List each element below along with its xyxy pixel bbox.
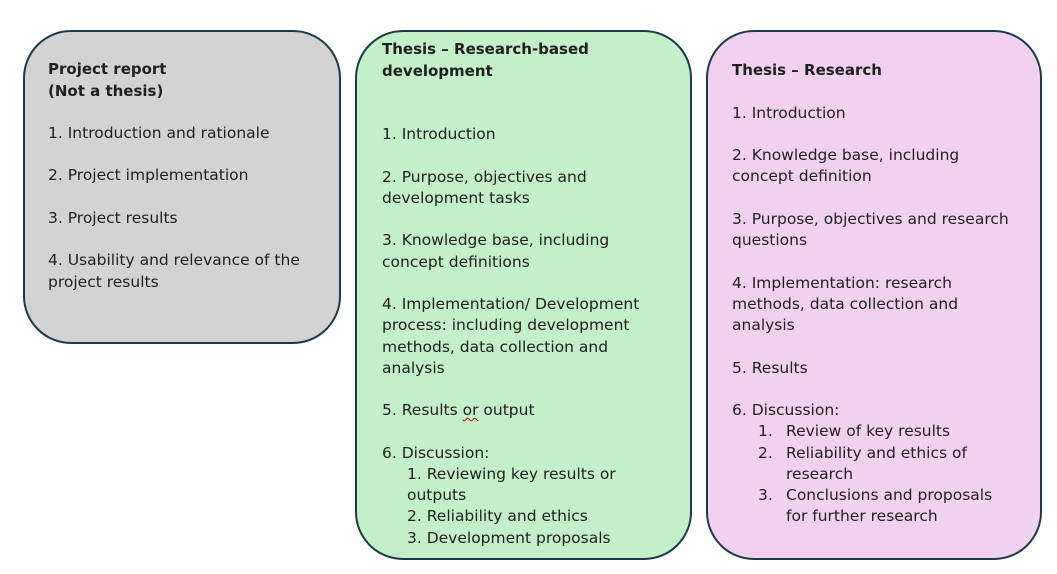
rbd-item-5-spellcheck-word: or [462, 401, 479, 419]
report-item-4-line2: project results [48, 273, 159, 291]
project-report-card [23, 30, 341, 344]
research-item-6: 6. Discussion: [732, 401, 840, 419]
rbd-item-3-line1: 3. Knowledge base, including [382, 231, 610, 249]
research-item-4-line1: 4. Implementation: research [732, 274, 952, 292]
research-sub-2-text-line2: research [786, 465, 854, 483]
rbd-item-4-line4: analysis [382, 359, 445, 377]
research-item-5: 5. Results [732, 359, 808, 377]
rbd-title-line2: development [382, 62, 493, 80]
rbd-item-5-prefix: 5. Results [382, 401, 463, 419]
rbd-item-6: 6. Discussion: [382, 444, 490, 462]
research-item-3-line1: 3. Purpose, objectives and research [732, 210, 1009, 228]
rbd-item-3-line2: concept definitions [382, 253, 530, 271]
rbd-sub-3: 3. Development proposals [407, 529, 611, 547]
research-item-1: 1. Introduction [732, 104, 846, 122]
rbd-sub-1-line2: outputs [407, 486, 467, 504]
research-sub-1-number: 1. [758, 422, 773, 440]
rbd-item-4-line2: process: including development [382, 316, 630, 334]
rbd-item-5: 5. Results or output [382, 400, 535, 422]
research-sub-3-number: 3. [758, 486, 773, 504]
research-item-2-line1: 2. Knowledge base, including [732, 146, 960, 164]
research-sub-2-number: 2. [758, 444, 773, 462]
rbd-item-4-line3: methods, data collection and [382, 338, 609, 356]
rbd-sub-2: 2. Reliability and ethics [407, 507, 588, 525]
report-item-4-line1: 4. Usability and relevance of the [48, 251, 300, 269]
research-sub-3-text-line2: for further research [786, 507, 938, 525]
research-based-development-card [355, 30, 692, 560]
research-title: Thesis – Research [732, 61, 882, 79]
report-item-1: 1. Introduction and rationale [48, 124, 270, 142]
research-item-4-line2: methods, data collection and [732, 295, 959, 313]
rbd-item-2-line1: 2. Purpose, objectives and [382, 168, 587, 186]
rbd-title-line1: Thesis – Research-based [382, 40, 589, 58]
rbd-sub-1-line1: 1. Reviewing key results or [407, 465, 616, 483]
research-sub-3-text-line1: Conclusions and proposals [786, 486, 993, 504]
research-item-2-line2: concept definition [732, 167, 872, 185]
report-title-line2: (Not a thesis) [48, 82, 164, 100]
research-sub-2-text-line1: Reliability and ethics of [786, 444, 967, 462]
research-item-3-line2: questions [732, 231, 808, 249]
rbd-item-5-suffix: output [478, 401, 535, 419]
report-title-line1: Project report [48, 60, 167, 78]
report-item-2: 2. Project implementation [48, 166, 249, 184]
report-item-3: 3. Project results [48, 209, 178, 227]
rbd-item-2-line2: development tasks [382, 189, 530, 207]
research-card [706, 30, 1042, 560]
rbd-item-1: 1. Introduction [382, 125, 496, 143]
research-sub-1-text: Review of key results [786, 422, 951, 440]
research-item-4-line3: analysis [732, 316, 795, 334]
rbd-item-4-line1: 4. Implementation/ Development [382, 295, 640, 313]
